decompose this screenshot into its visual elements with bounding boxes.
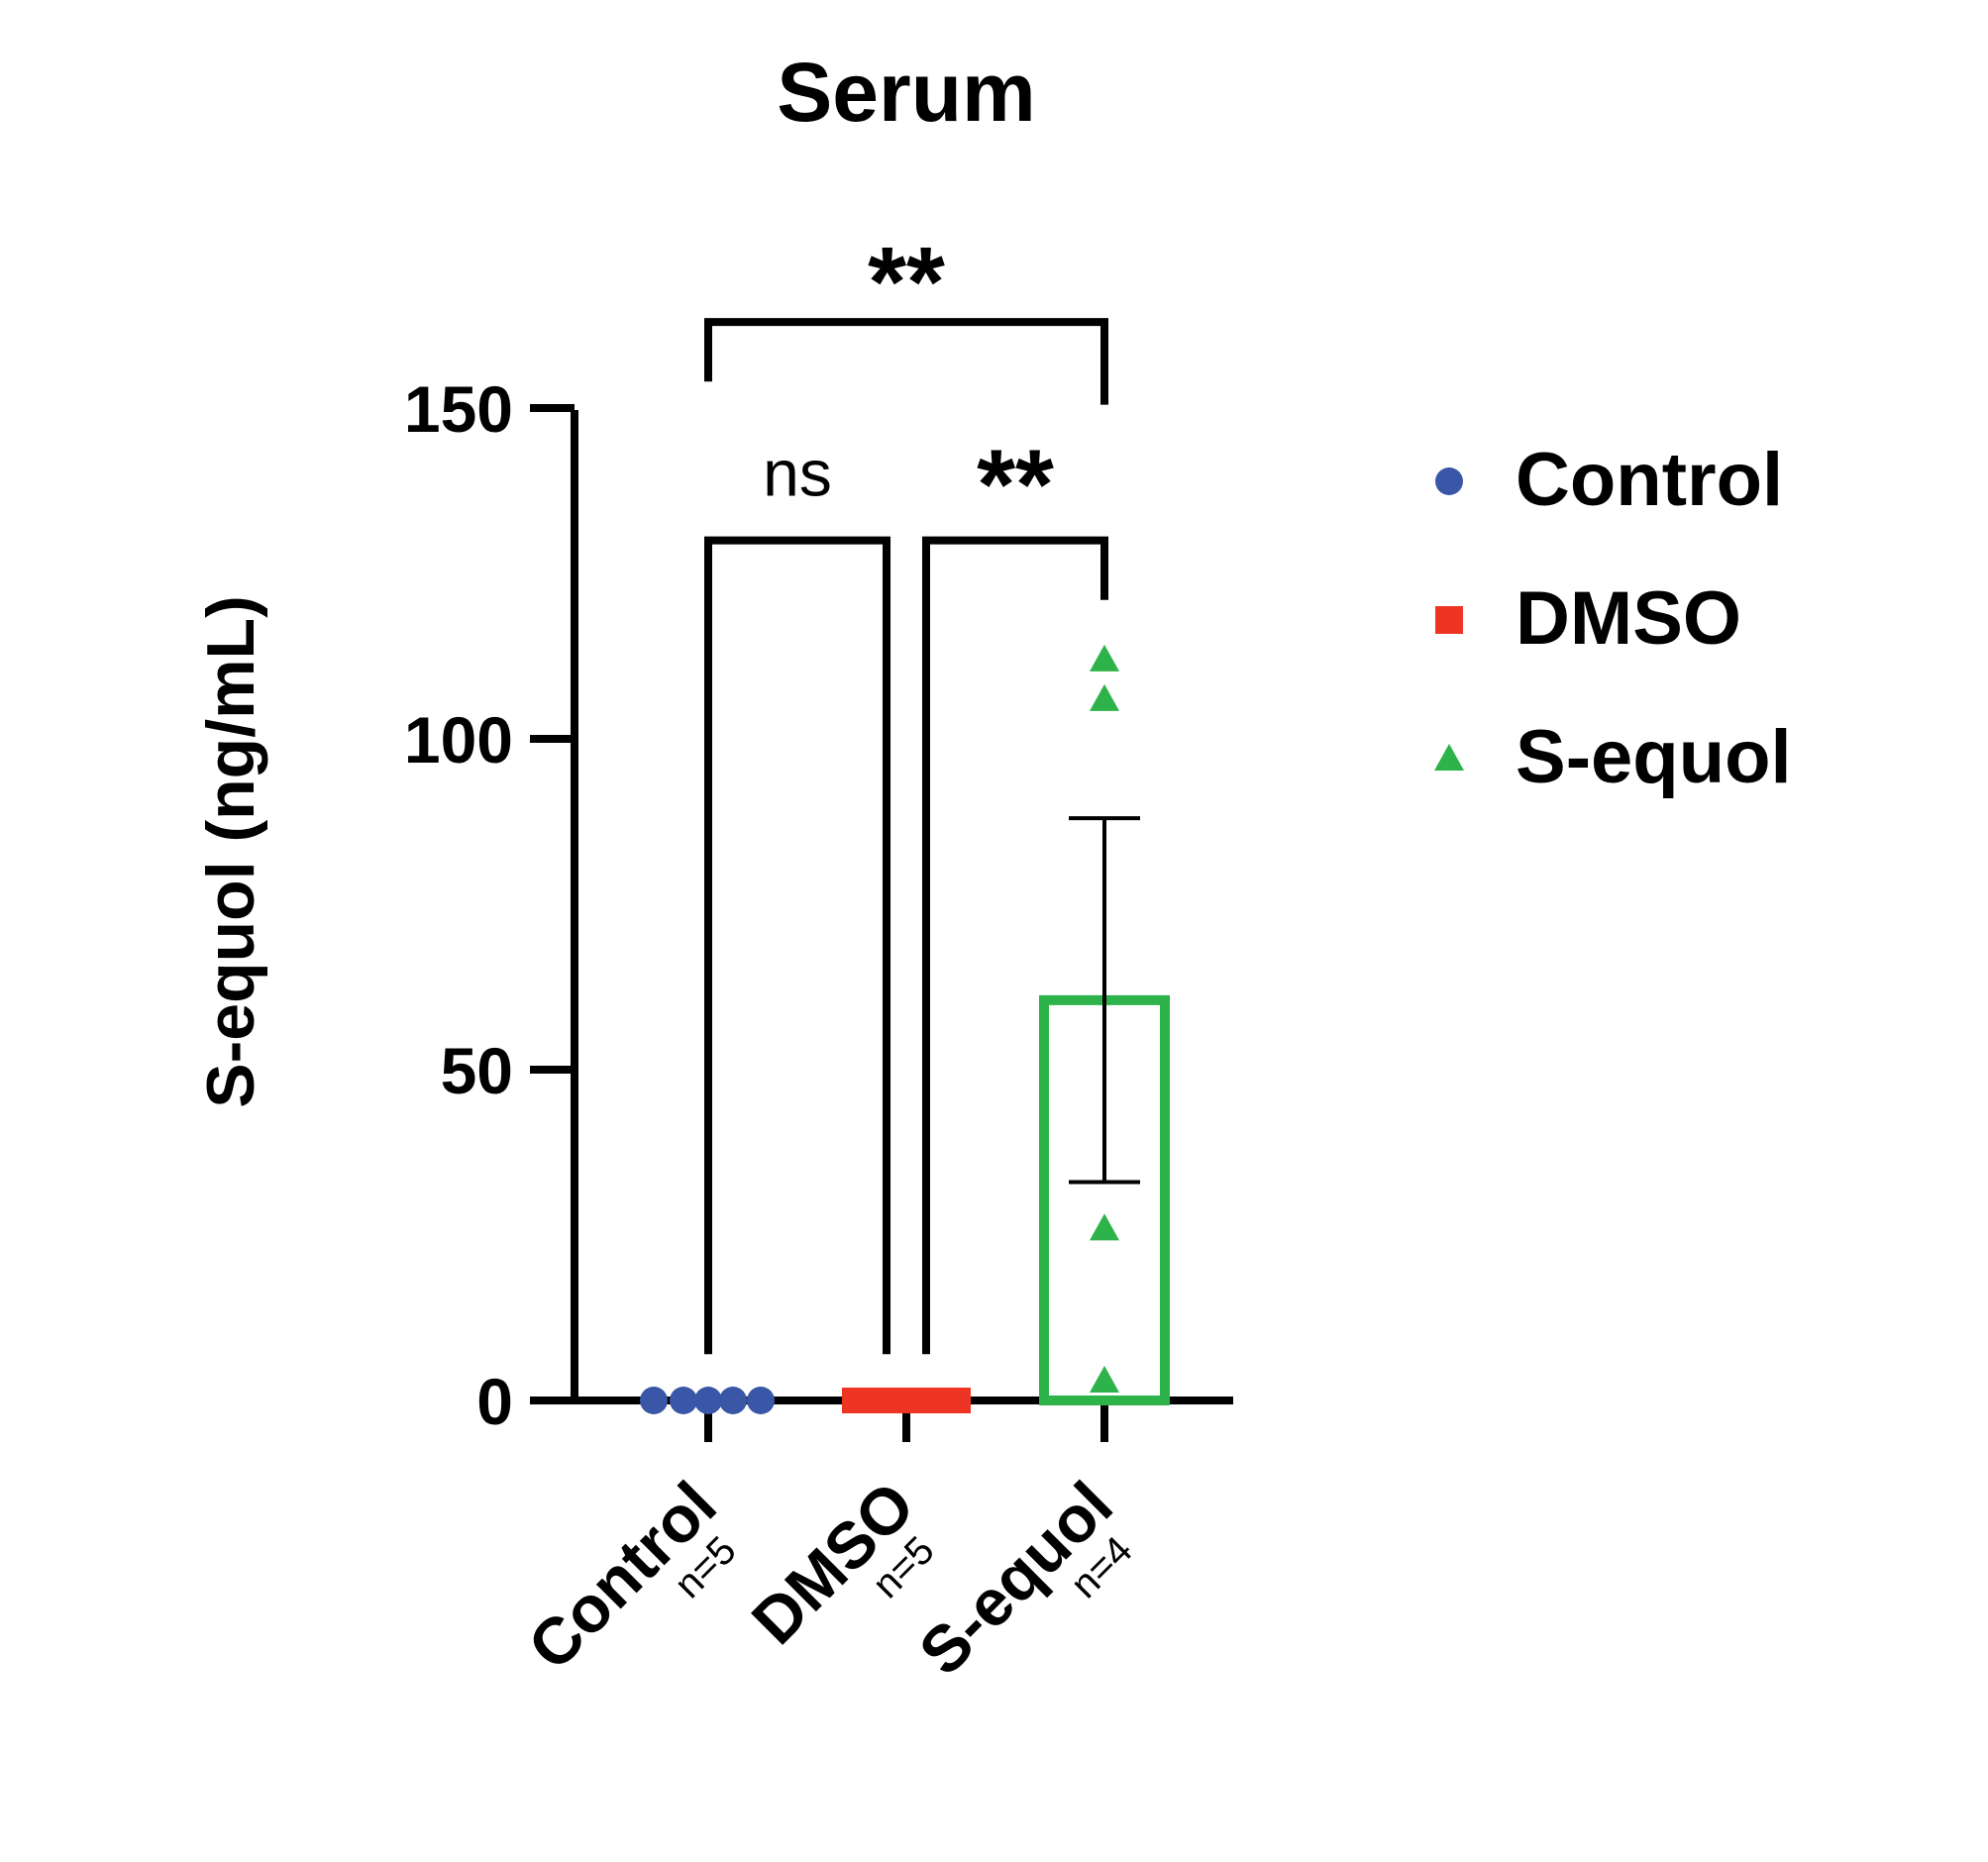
legend-marker-control [1435, 467, 1463, 495]
point-sequol [1090, 1213, 1119, 1241]
point-sequol [1090, 1365, 1119, 1393]
sig-label-ns: ns [763, 437, 832, 510]
y-tick-label: 0 [476, 1365, 513, 1438]
bracket-control-dmso [704, 536, 890, 1355]
bracket-control-sequol [704, 318, 1108, 405]
legend-label: DMSO [1516, 576, 1741, 661]
legend-marker-sequol [1434, 744, 1464, 771]
sig-label-dmso-sequol: ** [977, 430, 1054, 541]
data-points [640, 644, 1119, 1414]
legend-marker-dmso [1435, 606, 1463, 634]
point-sequol [1090, 683, 1119, 711]
y-tick-label: 150 [404, 372, 513, 446]
point-control [670, 1387, 697, 1414]
point-control [719, 1387, 747, 1414]
y-tick-label: 50 [441, 1034, 513, 1107]
error-bars [1069, 816, 1140, 1185]
y-axis-label: S-equol (ng/mL) [193, 595, 268, 1107]
point-control [640, 1387, 668, 1414]
significance-brackets: ns ** ** [704, 227, 1108, 1355]
y-ticks: 0 50 100 150 [404, 372, 575, 1438]
bracket-dmso-sequol [922, 536, 1108, 1355]
y-tick-label: 100 [404, 703, 513, 776]
chart-title: Serum [777, 46, 1035, 139]
sig-label-control-sequol: ** [868, 227, 945, 338]
point-control [694, 1387, 722, 1414]
point-control [747, 1387, 775, 1414]
legend-label: Control [1516, 438, 1783, 522]
point-sequol [1090, 644, 1119, 672]
point-dmso [842, 1388, 971, 1413]
legend-label: S-equol [1516, 715, 1792, 799]
